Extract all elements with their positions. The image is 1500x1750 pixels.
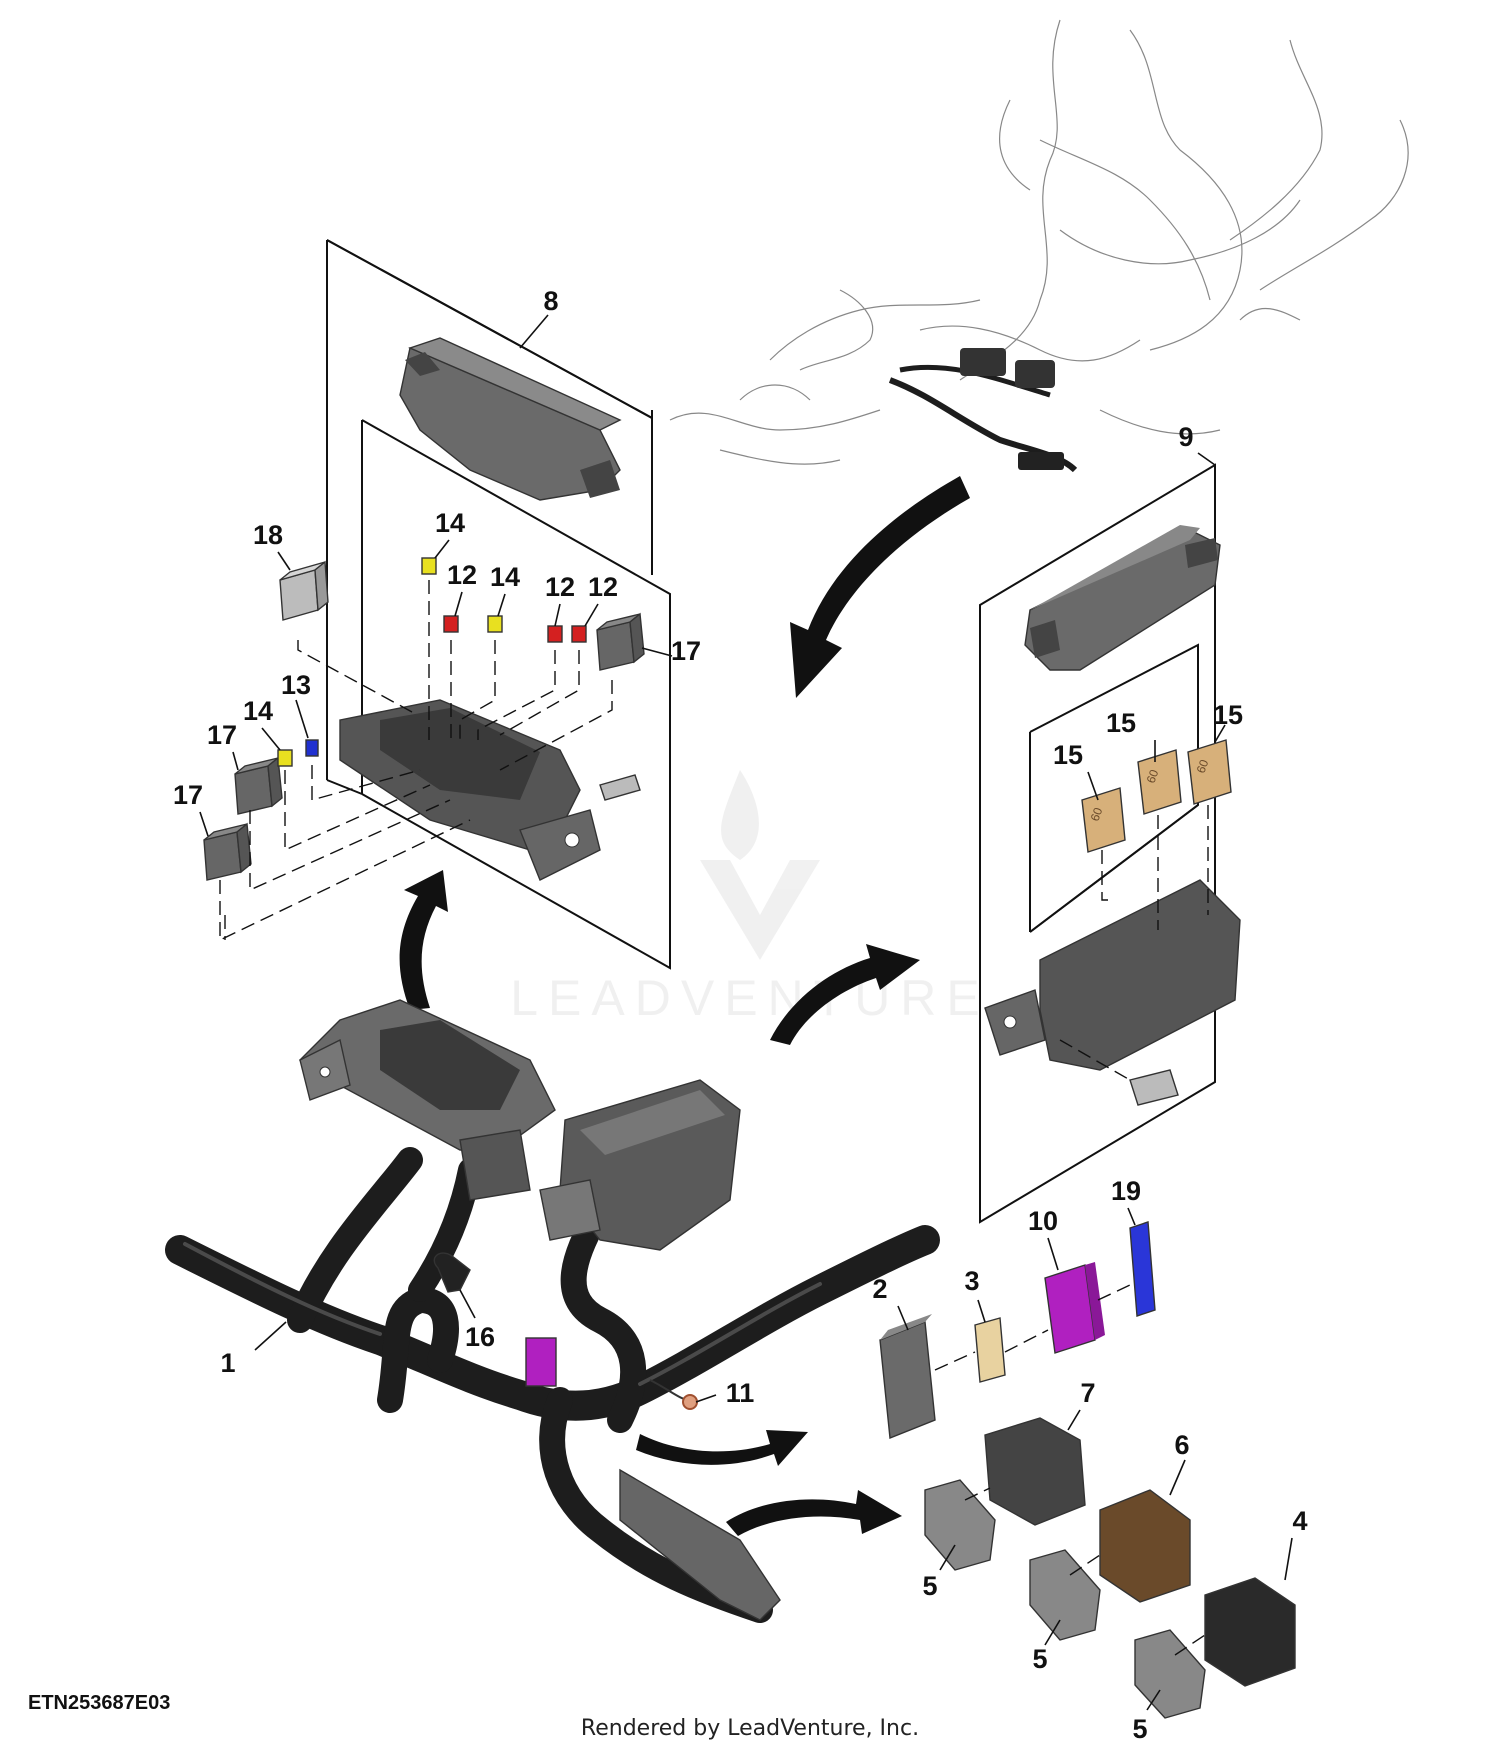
- callout-8: 8: [543, 286, 558, 316]
- callout-7: 7: [1080, 1378, 1095, 1408]
- callout-leaders: [199, 539, 1293, 1711]
- arrow-to-connector-2: [636, 1430, 808, 1466]
- callout-13: 13: [281, 670, 311, 700]
- callout-14-b: 14: [490, 562, 520, 592]
- flow-arrows: [399, 476, 970, 1536]
- callout-12-b: 12: [545, 572, 575, 602]
- fuse-box-housing-9: [984, 879, 1241, 1106]
- callout-15-c: 15: [1213, 700, 1243, 730]
- fuse-15-left: 60: [1081, 787, 1126, 853]
- connector-4: [1204, 1577, 1296, 1687]
- fuse-15-left-marking: 60: [1088, 805, 1106, 823]
- callout-12-c: 12: [588, 572, 618, 602]
- connector-housing-2: [879, 1314, 936, 1439]
- callout-labels: 1 2 3 4 5 5 5 6 7 8 9 10 11 12 12 12 13 …: [173, 286, 1308, 1744]
- callout-1: 1: [220, 1348, 235, 1378]
- fuse-13: [305, 739, 319, 757]
- fuse-box-cover-9: [1024, 525, 1221, 671]
- fuse-15-right-marking: 60: [1194, 757, 1212, 775]
- arrow-to-connectors: [726, 1490, 902, 1536]
- callout-18: 18: [253, 520, 283, 550]
- arrow-to-fuse-box-8: [399, 870, 448, 1010]
- connector-10-on-harness: [525, 1337, 557, 1387]
- fuse-15-middle-marking: 60: [1144, 767, 1162, 785]
- callout-11: 11: [726, 1378, 755, 1408]
- callout-5-a: 5: [922, 1571, 937, 1601]
- connector-7: [984, 1417, 1086, 1526]
- terminal-lock-19: [1097, 1221, 1156, 1317]
- callout-14-a: 14: [435, 508, 465, 538]
- callout-9: 9: [1178, 422, 1193, 452]
- fuse-14-top: [421, 557, 437, 575]
- connector-6: [1099, 1489, 1191, 1603]
- wiring-harness-1: [165, 999, 940, 1623]
- fuse-box-housing-8: [339, 699, 641, 881]
- callout-19: 19: [1111, 1176, 1141, 1206]
- callout-16: 16: [465, 1322, 495, 1352]
- cover-5-b: [1029, 1549, 1101, 1641]
- callout-17-b: 17: [207, 720, 237, 750]
- harness-fuse-box-8-housing: [298, 999, 556, 1201]
- fuse-12-left: [443, 615, 459, 633]
- callout-4: 4: [1292, 1506, 1307, 1536]
- harness-clip-16: [433, 1252, 471, 1293]
- figure-code: ETN253687E03: [28, 1692, 171, 1714]
- callout-2: 2: [872, 1274, 887, 1304]
- terminal-plate-3: [934, 1317, 1006, 1383]
- callout-15-a: 15: [1053, 740, 1083, 770]
- fuse-14-middle: [487, 615, 503, 633]
- callout-6: 6: [1174, 1430, 1189, 1460]
- fuse-12-center: [547, 625, 563, 643]
- ring-terminal-11: [682, 1394, 698, 1410]
- callout-10: 10: [1028, 1206, 1058, 1236]
- relay-18: [279, 560, 329, 621]
- callout-17-a: 17: [671, 636, 701, 666]
- arrow-overview-to-assembly: [790, 476, 970, 698]
- fuse-14-left: [277, 749, 293, 767]
- callout-15-b: 15: [1106, 708, 1136, 738]
- callout-12-a: 12: [447, 560, 477, 590]
- callout-5-b: 5: [1032, 1644, 1047, 1674]
- arrow-to-fuse-box-9: [770, 944, 920, 1045]
- cover-5-c: [1134, 1629, 1206, 1719]
- relay-17-left: [203, 822, 252, 881]
- exploded-view-fuse-box-8: [203, 239, 671, 970]
- watermark-text: LEADVENTURE: [510, 970, 990, 1026]
- harness-fuse-box-9-housing: [539, 1079, 741, 1251]
- fuse-12-right: [571, 625, 587, 643]
- callout-3: 3: [964, 1266, 979, 1296]
- callout-5-c: 5: [1132, 1714, 1147, 1744]
- harness-overview-illustration: [669, 19, 1409, 473]
- connector-10: [1004, 1262, 1105, 1354]
- fuse-box-cover-8: [399, 337, 622, 501]
- cover-5-a: [924, 1479, 996, 1571]
- relay-17-middle: [234, 756, 283, 815]
- watermark: LEADVENTURE: [510, 770, 990, 1026]
- callout-14-c: 14: [243, 696, 273, 726]
- callout-17-c: 17: [173, 780, 203, 810]
- fuse-15-right: 60: [1187, 739, 1232, 805]
- exploded-view-fuse-box-9: 60 60 60: [979, 452, 1241, 1224]
- fuse-15-middle: 60: [1137, 749, 1182, 815]
- render-credit: Rendered by LeadVenture, Inc.: [580, 1716, 920, 1741]
- relay-17-right: [596, 612, 645, 671]
